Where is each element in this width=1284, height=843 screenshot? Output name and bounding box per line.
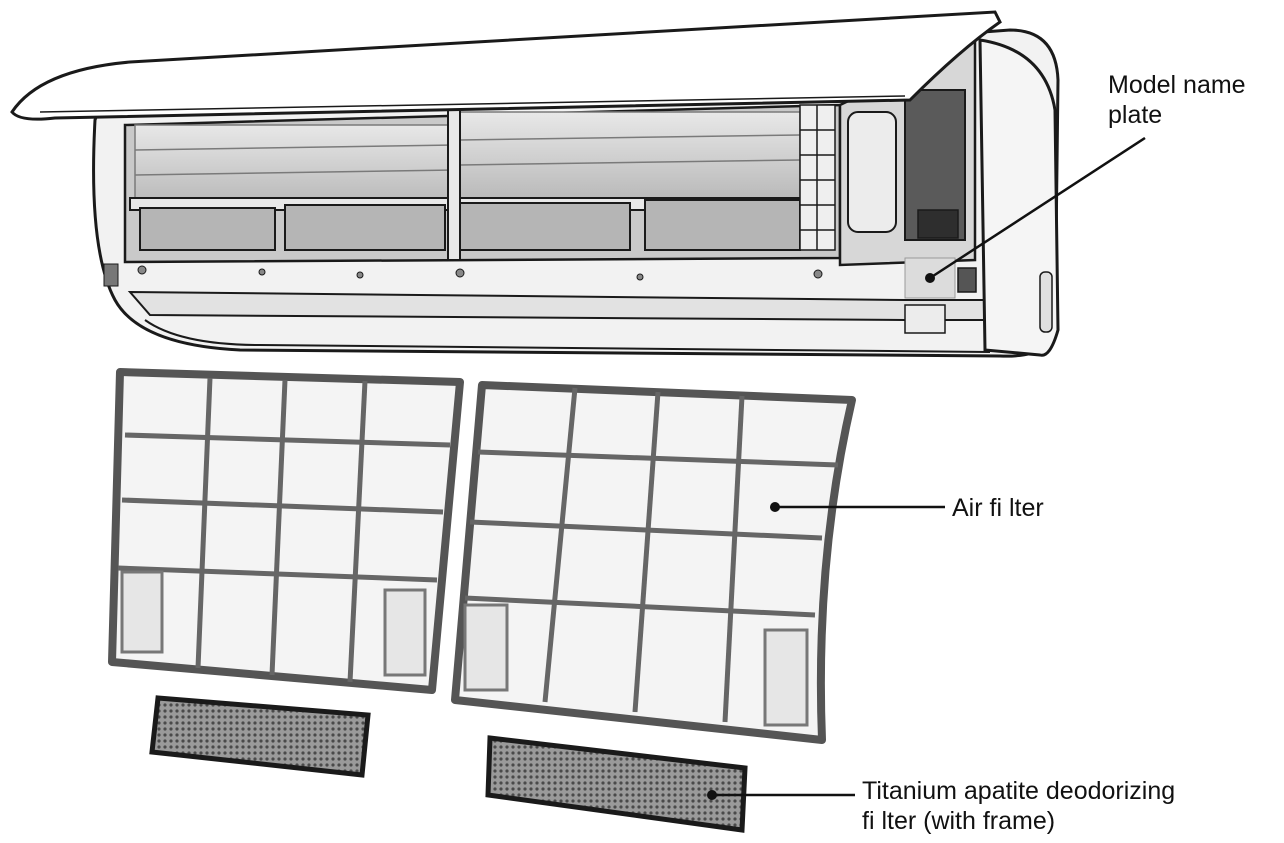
air-filter-label-text: Air fi lter [952, 494, 1044, 522]
switch [957, 267, 977, 293]
motor [917, 209, 959, 239]
model-name-plate [904, 257, 956, 299]
deodorizing-filter-right [485, 735, 748, 833]
bottom-edge [144, 319, 991, 353]
deodorizing-filter-label-line2: fi lter (with frame) [862, 807, 1056, 835]
front-panel-edge [39, 95, 906, 113]
motor-housing [847, 111, 897, 233]
model-name-plate-label-line2: plate [1108, 101, 1163, 129]
deodorizing-filter-label-line1: Titanium apatite deodorizing [862, 777, 1176, 805]
leader-lines [712, 136, 1146, 797]
air-filter-label: Air fi lter [952, 493, 1044, 523]
deodorizing-filter-left [149, 695, 371, 778]
heat-exchanger [134, 111, 801, 206]
model-name-plate-label: Model name plate [1108, 70, 1246, 130]
side-grille [799, 104, 836, 251]
deodorizing-filter-label: Titanium apatite deodorizing fi lter (wi… [862, 776, 1175, 836]
side-slot [1039, 271, 1053, 333]
model-plate-leader [929, 136, 1146, 280]
left-vent [103, 263, 119, 287]
internal-frame [129, 109, 831, 261]
side-indicator [904, 304, 946, 334]
side-cap [978, 38, 1060, 357]
indoor-unit [10, 10, 1060, 358]
screws [137, 265, 823, 281]
front-panel [10, 10, 1002, 121]
left-air-filter [108, 368, 464, 694]
model-name-plate-label-line1: Model name [1108, 71, 1246, 99]
right-air-filter [451, 381, 856, 744]
